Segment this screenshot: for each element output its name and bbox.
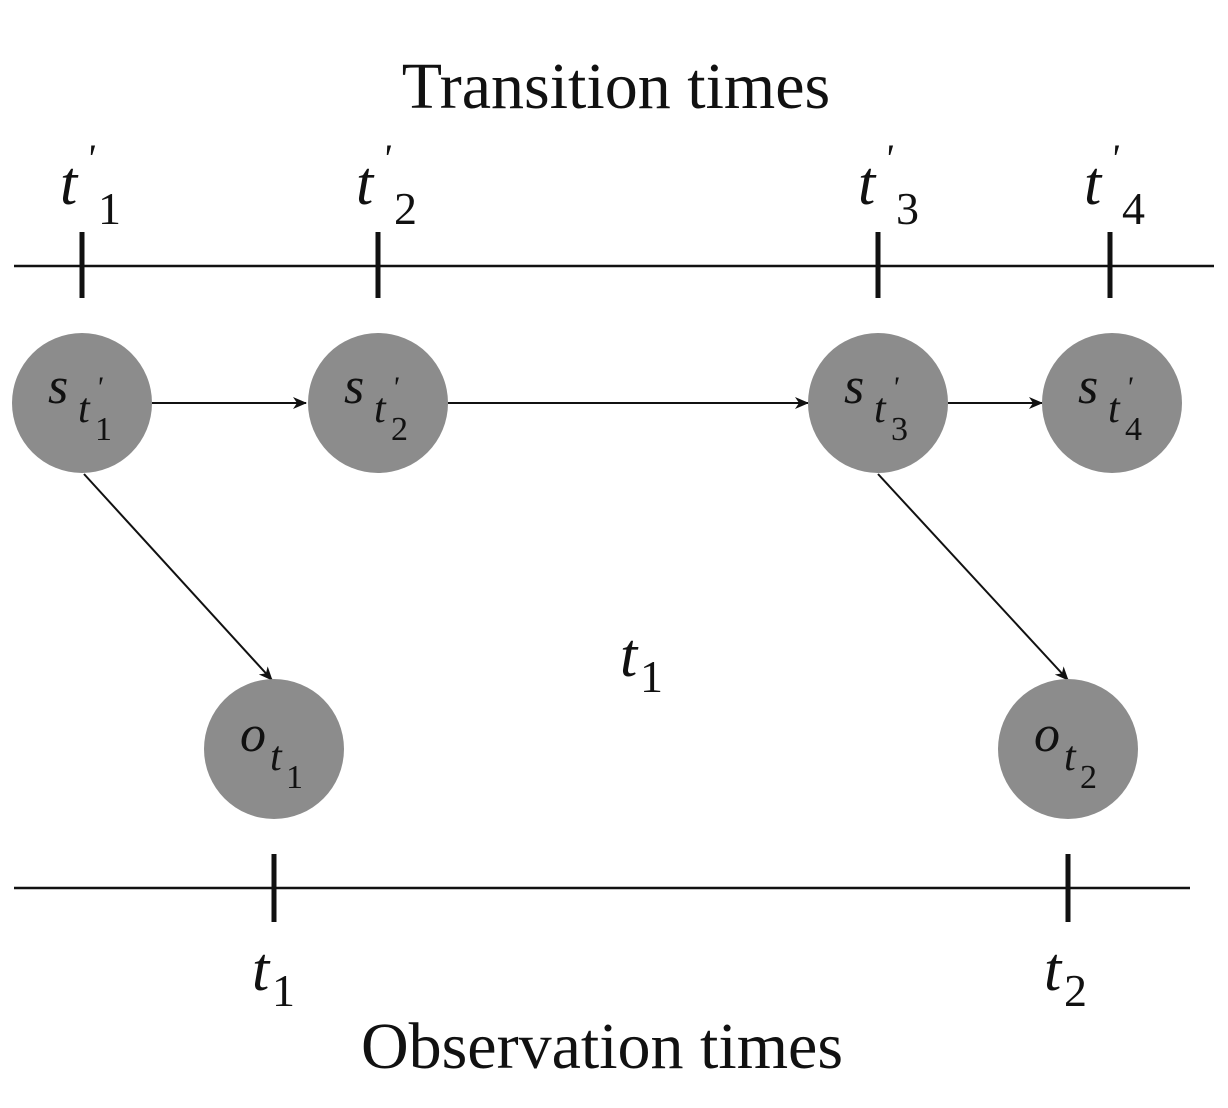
state-node-2: s t ' 2 bbox=[308, 333, 448, 473]
svg-text:': ' bbox=[884, 136, 894, 181]
state-node-3: s t ' 3 bbox=[808, 333, 948, 473]
svg-text:2: 2 bbox=[1080, 759, 1097, 796]
edge-s3-to-o2 bbox=[877, 473, 1069, 681]
svg-text:1: 1 bbox=[286, 759, 303, 796]
svg-text:': ' bbox=[1110, 136, 1120, 181]
transition-times-title: Transition times bbox=[402, 50, 830, 123]
transition-tick-label-2: t ' 2 bbox=[356, 136, 417, 234]
svg-text:': ' bbox=[86, 136, 96, 181]
transition-tick-label-3: t ' 3 bbox=[858, 136, 919, 234]
svg-text:3: 3 bbox=[896, 183, 919, 234]
svg-text:4: 4 bbox=[1122, 183, 1145, 234]
svg-text:o: o bbox=[1034, 706, 1060, 763]
svg-text:2: 2 bbox=[1064, 965, 1087, 1016]
svg-text:': ' bbox=[892, 371, 899, 404]
svg-text:t: t bbox=[356, 150, 375, 218]
middle-time-label: t 1 bbox=[620, 622, 663, 702]
svg-text:t: t bbox=[1064, 734, 1077, 780]
svg-text:t: t bbox=[858, 150, 877, 218]
edge-s1-to-o1 bbox=[83, 473, 273, 681]
svg-text:t: t bbox=[252, 936, 271, 1004]
svg-text:3: 3 bbox=[891, 411, 908, 448]
svg-text:4: 4 bbox=[1125, 411, 1142, 448]
observation-node-1: o t 1 bbox=[204, 679, 344, 819]
svg-text:1: 1 bbox=[640, 651, 663, 702]
observation-times-title: Observation times bbox=[361, 1010, 843, 1083]
svg-text:': ' bbox=[96, 371, 103, 404]
svg-text:t: t bbox=[1044, 936, 1063, 1004]
observation-tick-label-2: t 2 bbox=[1044, 936, 1087, 1016]
svg-text:s: s bbox=[1078, 358, 1098, 415]
transition-tick-label-4: t ' 4 bbox=[1084, 136, 1145, 234]
svg-text:': ' bbox=[392, 371, 399, 404]
svg-text:t: t bbox=[60, 150, 79, 218]
svg-text:2: 2 bbox=[394, 183, 417, 234]
observation-node-2: o t 2 bbox=[998, 679, 1138, 819]
transition-tick-label-1: t ' 1 bbox=[60, 136, 121, 234]
state-node-1: s t ' 1 bbox=[12, 333, 152, 473]
svg-text:t: t bbox=[270, 734, 283, 780]
svg-text:': ' bbox=[1126, 371, 1133, 404]
svg-text:1: 1 bbox=[272, 965, 295, 1016]
svg-text:': ' bbox=[382, 136, 392, 181]
svg-text:2: 2 bbox=[391, 411, 408, 448]
svg-text:t: t bbox=[620, 622, 639, 690]
svg-text:t: t bbox=[78, 386, 91, 432]
state-node-4: s t ' 4 bbox=[1042, 333, 1182, 473]
svg-text:t: t bbox=[1108, 386, 1121, 432]
svg-text:t: t bbox=[374, 386, 387, 432]
svg-text:s: s bbox=[48, 358, 68, 415]
svg-text:s: s bbox=[344, 358, 364, 415]
svg-text:1: 1 bbox=[95, 411, 112, 448]
svg-text:s: s bbox=[844, 358, 864, 415]
svg-text:t: t bbox=[1084, 150, 1103, 218]
svg-text:t: t bbox=[874, 386, 887, 432]
svg-text:1: 1 bbox=[98, 183, 121, 234]
observation-tick-label-1: t 1 bbox=[252, 936, 295, 1016]
svg-text:o: o bbox=[240, 706, 266, 763]
